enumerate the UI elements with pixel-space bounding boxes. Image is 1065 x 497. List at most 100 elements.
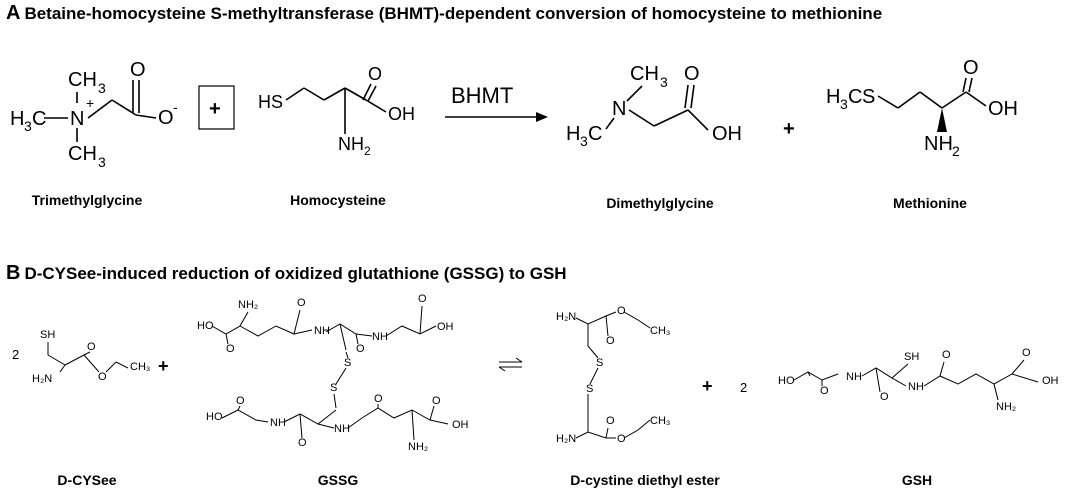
hcy-nh-sub: 2 <box>364 144 371 158</box>
caption-gsh: GSH <box>901 472 933 488</box>
dcde-o-bottom1: O <box>606 415 615 427</box>
gssg-nh-top1: NH <box>314 325 330 337</box>
tmg-ch3-top: CH <box>68 69 97 91</box>
hcy-hs: HS <box>258 92 283 112</box>
gssg-o-top3: O <box>356 343 365 355</box>
structure-gsh: HO O NH O SH NH O O OH NH₂ <box>778 347 1059 413</box>
structure-gssg: NH₂ HO O O NH O NH O OH S S HO O NH O NH… <box>197 293 469 453</box>
dcde-ch3-top: CH₃ <box>650 325 670 337</box>
caption-d-cysee: D-CYSee <box>57 472 117 488</box>
plus-sign-b2: + <box>702 376 713 396</box>
dcde-h2n-bottom: H₂N <box>556 433 576 445</box>
panel-a-title-text: Betaine-homocysteine S-methyltransferase… <box>24 4 883 23</box>
tmg-n: N <box>70 108 84 130</box>
coef-d-cysee: 2 <box>12 347 19 362</box>
equilibrium-arrow-b <box>498 357 523 372</box>
dmg-h3c-sub: 3 <box>580 133 588 149</box>
dcde-o-bottom2: O <box>617 433 626 445</box>
gssg-o-top1: O <box>226 343 235 355</box>
gsh-o3: O <box>942 349 951 361</box>
plus-sign-b1: + <box>158 356 169 376</box>
dcde-s1: S <box>596 357 603 369</box>
gssg-ho-bottom: HO <box>206 411 223 423</box>
dmg-h3c-c: C <box>588 123 602 145</box>
gsh-nh2-link: NH <box>908 381 924 393</box>
panel-b-letter: B <box>6 262 21 284</box>
gssg-nh-top2: NH <box>372 331 388 343</box>
dcysee-ch3: CH₃ <box>130 361 150 373</box>
dcde-s2: S <box>586 383 593 395</box>
gsh-sh: SH <box>904 351 919 363</box>
tmg-n-charge: + <box>86 95 94 111</box>
dcysee-o-double: O <box>87 341 96 353</box>
hcy-o: O <box>368 64 382 84</box>
reaction-arrowhead-a <box>536 112 548 122</box>
tmg-o-double: O <box>130 59 146 81</box>
gssg-o-top2: O <box>297 297 306 309</box>
caption-homocysteine: Homocysteine <box>290 192 386 208</box>
dcysee-h2n: H₂N <box>32 373 52 385</box>
gsh-nh2: NH₂ <box>996 401 1016 413</box>
gssg-o-bottom1: O <box>236 395 245 407</box>
tmg-ch3-bottom-sub: 3 <box>98 154 106 170</box>
structure-dimethylglycine: CH 3 N H 3 C O OH <box>566 63 742 149</box>
dmg-o: O <box>684 63 700 85</box>
dcde-ch3-bottom: CH₃ <box>650 415 670 427</box>
tmg-h3c-h: H <box>10 108 24 130</box>
tmg-h3c-c: C <box>32 108 46 130</box>
gssg-s1: S <box>344 357 351 369</box>
dcde-h2n-top: H₂N <box>556 311 576 323</box>
structure-d-cysee: SH H₂N O O CH₃ <box>32 329 150 385</box>
met-h3c-sub: 3 <box>840 96 848 112</box>
tmg-o-charge: - <box>173 99 178 115</box>
dcde-o-top2: O <box>617 305 626 317</box>
gssg-oh-bottom: OH <box>452 419 469 431</box>
caption-dimethylglycine: Dimethylglycine <box>606 195 714 211</box>
gssg-oh-top: OH <box>437 321 454 333</box>
met-s: S <box>862 86 875 108</box>
gssg-o-top4: O <box>418 293 427 305</box>
gsh-ho: HO <box>778 375 795 387</box>
dcysee-o-ester: O <box>98 371 107 383</box>
dcde-o-top1: O <box>606 335 615 347</box>
met-o: O <box>963 57 979 79</box>
caption-trimethylglycine: Trimethylglycine <box>31 192 143 208</box>
dmg-ch3-sub: 3 <box>660 74 668 90</box>
gsh-o2: O <box>880 391 889 403</box>
panel-a-letter: A <box>6 2 21 24</box>
plus-sign-a1: + <box>209 98 221 120</box>
dmg-ch3: CH <box>630 63 659 85</box>
tmg-ch3-bottom: CH <box>68 143 97 165</box>
gssg-ho-top: HO <box>197 320 214 332</box>
tmg-h3c-sub: 3 <box>24 118 32 134</box>
tmg-ch3-top-sub: 3 <box>98 80 106 96</box>
plus-sign-a2: + <box>783 118 795 140</box>
gssg-o-bottom2: O <box>298 437 307 449</box>
gsh-o1: O <box>820 385 829 397</box>
plus-box <box>198 85 235 130</box>
met-h3c-h: H <box>826 86 840 108</box>
dcysee-sh: SH <box>40 329 55 341</box>
met-oh: OH <box>988 98 1018 120</box>
caption-methionine: Methionine <box>893 195 967 211</box>
met-nh: NH <box>924 133 953 155</box>
coef-gsh: 2 <box>740 380 747 395</box>
tmg-o-minus: O <box>158 107 174 129</box>
gssg-nh-bottom2: NH <box>334 423 350 435</box>
gssg-nh-bottom1: NH <box>270 417 286 429</box>
dmg-oh: OH <box>712 123 742 145</box>
enzyme-label-bhmt: BHMT <box>451 83 513 108</box>
gsh-oh: OH <box>1042 375 1059 387</box>
dmg-n: N <box>612 98 626 120</box>
structure-methionine: H 3 C S O OH NH 2 <box>826 57 1018 159</box>
structure-homocysteine: HS O OH NH 2 <box>258 64 415 158</box>
gsh-nh1: NH <box>846 371 862 383</box>
gsh-o4: O <box>1022 347 1031 359</box>
structure-trimethylglycine: CH 3 H 3 C N + CH 3 O O - <box>10 59 178 170</box>
gssg-o-bottom3: O <box>374 393 383 405</box>
caption-d-cystine-diethyl-ester: D-cystine diethyl ester <box>570 472 720 488</box>
hcy-nh: NH <box>338 134 364 154</box>
